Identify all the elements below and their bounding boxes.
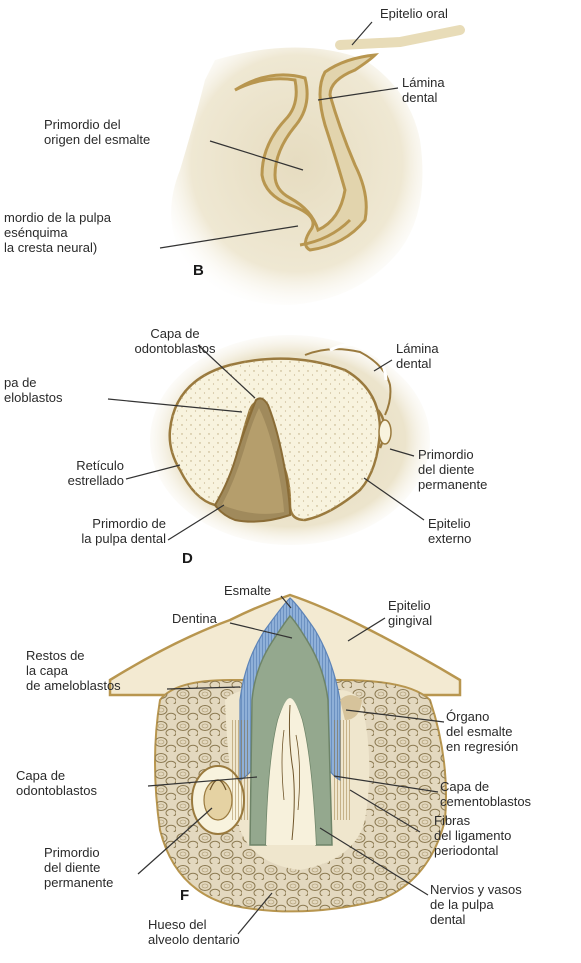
label-epitelio-oral: Epitelio oral bbox=[380, 6, 448, 21]
label-primordio-pulpa-d: Primordio de la pulpa dental bbox=[10, 516, 166, 546]
label-lamina-dental-d: Lámina dental bbox=[396, 341, 439, 371]
label-organo: Órgano del esmalte en regresión bbox=[446, 709, 518, 754]
label-capa-ameloblastos: pa de eloblastos bbox=[4, 375, 63, 405]
panel-d-drawing bbox=[150, 335, 430, 545]
label-esmalte: Esmalte bbox=[224, 583, 271, 598]
label-primordio-diente-d: Primordio del diente permanente bbox=[418, 447, 487, 492]
label-nervios: Nervios y vasos de la pulpa dental bbox=[430, 882, 522, 927]
label-dentina: Dentina bbox=[172, 611, 217, 626]
label-epitelio-gingival: Epitelio gingival bbox=[388, 598, 432, 628]
panel-letter-b: B bbox=[193, 262, 204, 279]
label-fibras: Fibras del ligamento periodontal bbox=[434, 813, 511, 858]
label-restos: Restos de la capa de ameloblastos bbox=[26, 648, 121, 693]
panel-f-drawing bbox=[110, 595, 460, 911]
label-primordio-diente-f: Primordio del diente permanente bbox=[44, 845, 113, 890]
label-lamina-dental-b: Lámina dental bbox=[402, 75, 445, 105]
label-reticulo: Retículo estrellado bbox=[20, 458, 124, 488]
label-capa-cementoblastos: Capa de cementoblastos bbox=[440, 779, 531, 809]
panel-b-drawing bbox=[171, 30, 460, 305]
label-primordio-esmalte: Primordio del origen del esmalte bbox=[44, 117, 150, 147]
label-hueso: Hueso del alveolo dentario bbox=[148, 917, 240, 947]
label-capa-odontoblastos-d: Capa de odontoblastos bbox=[100, 326, 250, 356]
label-epitelio-externo: Epitelio externo bbox=[428, 516, 471, 546]
panel-letter-f: F bbox=[180, 887, 189, 904]
label-primordio-pulpa-b: mordio de la pulpa esénquima la cresta n… bbox=[4, 210, 111, 255]
label-capa-odontoblastos-f: Capa de odontoblastos bbox=[16, 768, 97, 798]
panel-letter-d: D bbox=[182, 550, 193, 567]
